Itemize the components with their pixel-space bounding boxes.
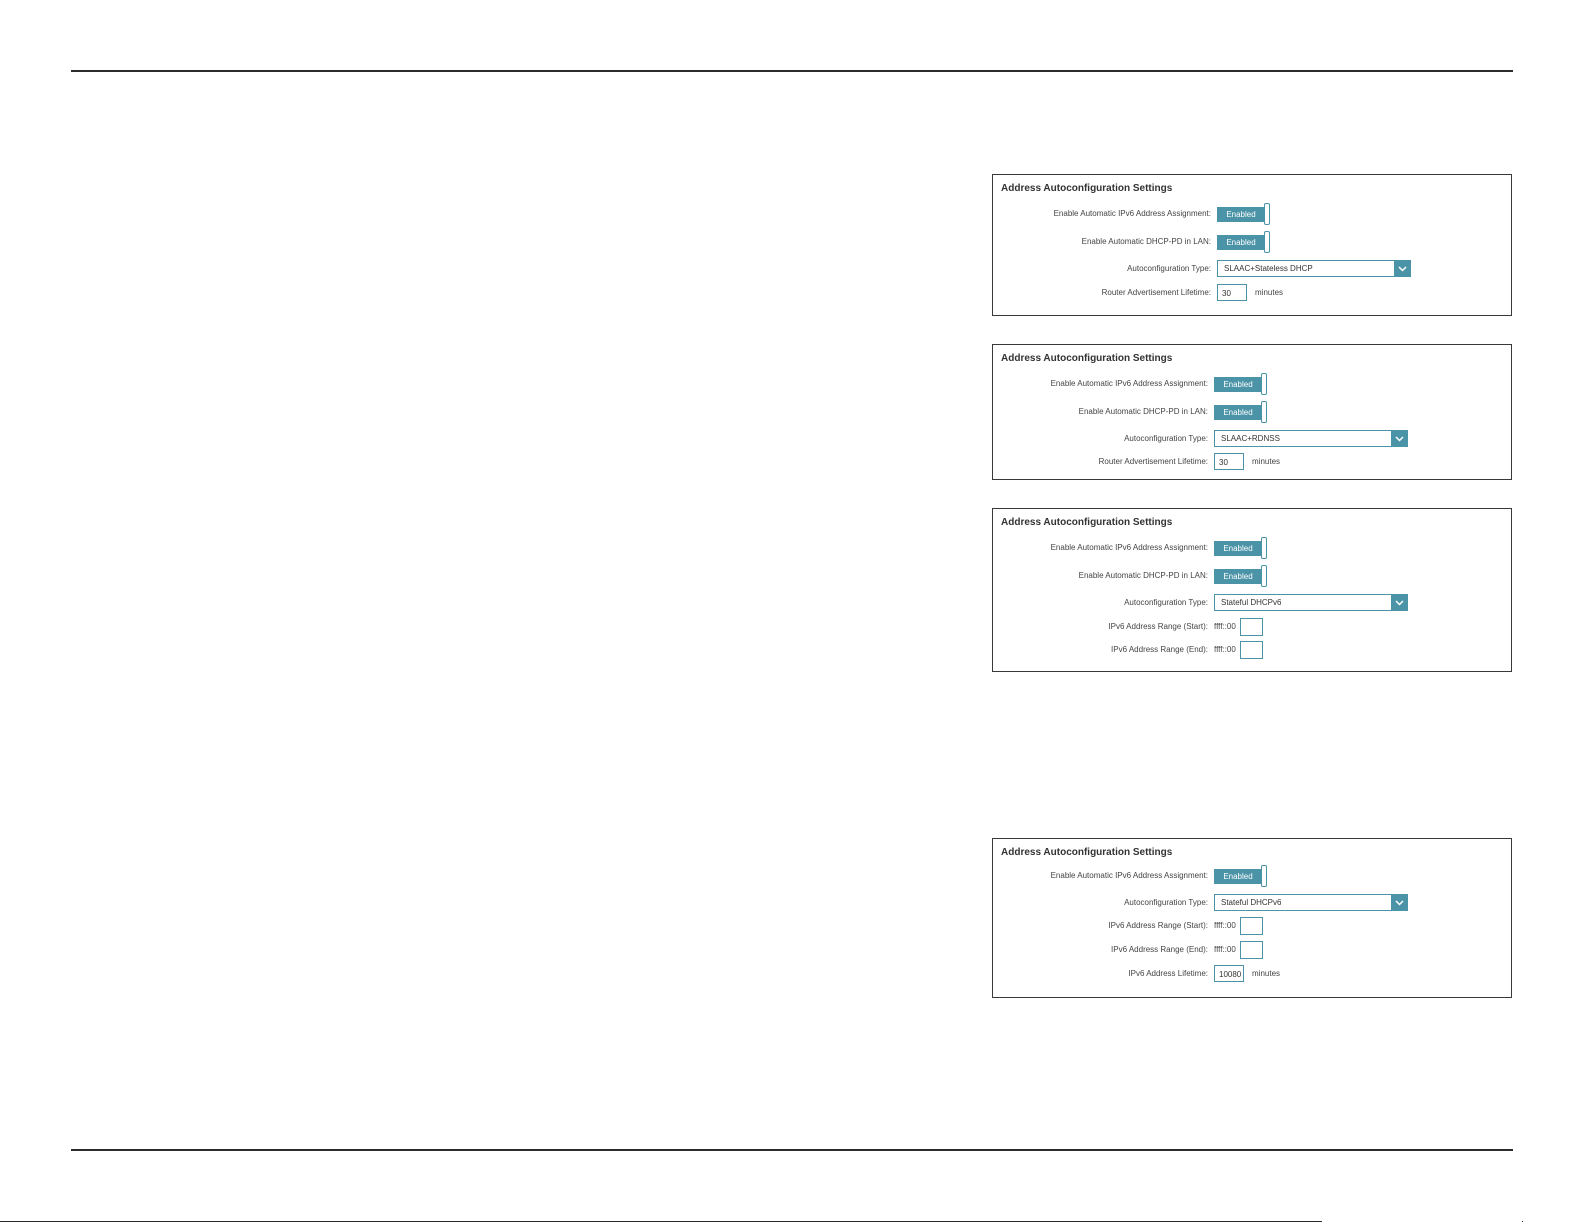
ipv6-assignment-label: Enable Automatic IPv6 Address Assignment… — [1050, 379, 1208, 388]
range-end-input[interactable] — [1240, 641, 1263, 659]
footer-rule — [71, 1149, 1513, 1151]
range-end-row: IPv6 Address Range (End): ffff::00 — [993, 941, 1511, 961]
autoconfig-type-row: Autoconfiguration Type: Stateful DHCPv6 — [993, 894, 1511, 914]
page-edge-line — [0, 1221, 1322, 1222]
autoconfig-type-select[interactable]: Stateful DHCPv6 — [1214, 894, 1408, 911]
dhcp-pd-toggle[interactable]: Enabled — [1217, 231, 1275, 253]
ra-lifetime-row: Router Advertisement Lifetime: 30 minute… — [993, 453, 1511, 473]
toggle-state: Enabled — [1214, 405, 1262, 420]
ra-lifetime-unit: minutes — [1252, 457, 1281, 466]
address-lifetime-input[interactable]: 10080 — [1214, 965, 1244, 982]
panel-title: Address Autoconfiguration Settings — [1001, 517, 1173, 528]
ipv6-assignment-label: Enable Automatic IPv6 Address Assignment… — [1053, 209, 1211, 218]
toggle-state: Enabled — [1214, 377, 1262, 392]
dhcp-pd-row: Enable Automatic DHCP-PD in LAN: Enabled — [993, 231, 1511, 253]
autoconfig-type-row: Autoconfiguration Type: SLAAC+RDNSS — [993, 430, 1511, 450]
autoconfig-type-value: Stateful DHCPv6 — [1221, 898, 1282, 907]
panel-title: Address Autoconfiguration Settings — [1001, 353, 1173, 364]
range-start-label: IPv6 Address Range (Start): — [1108, 921, 1208, 930]
ipv6-assignment-row: Enable Automatic IPv6 Address Assignment… — [993, 865, 1511, 887]
range-start-prefix: ffff::00 — [1214, 622, 1236, 631]
ipv6-assignment-toggle[interactable]: Enabled — [1217, 203, 1275, 225]
dhcp-pd-toggle[interactable]: Enabled — [1214, 565, 1272, 587]
autoconfig-panel-3: Address Autoconfiguration Settings Enabl… — [992, 508, 1512, 672]
header-rule — [71, 70, 1513, 72]
toggle-knob[interactable] — [1264, 231, 1270, 253]
ra-lifetime-row: Router Advertisement Lifetime: 30 minute… — [993, 284, 1511, 304]
panel-title: Address Autoconfiguration Settings — [1001, 183, 1173, 194]
autoconfig-panel-1: Address Autoconfiguration Settings Enabl… — [992, 174, 1512, 316]
address-lifetime-unit: minutes — [1252, 969, 1281, 978]
dhcp-pd-row: Enable Automatic DHCP-PD in LAN: Enabled — [993, 401, 1511, 423]
range-start-input[interactable] — [1240, 917, 1263, 935]
autoconfig-type-value: SLAAC+Stateless DHCP — [1224, 264, 1313, 273]
ipv6-assignment-toggle[interactable]: Enabled — [1214, 865, 1272, 887]
autoconfig-type-row: Autoconfiguration Type: Stateful DHCPv6 — [993, 594, 1511, 614]
autoconfig-type-label: Autoconfiguration Type: — [1127, 264, 1211, 273]
ipv6-assignment-row: Enable Automatic IPv6 Address Assignment… — [993, 537, 1511, 559]
range-end-label: IPv6 Address Range (End): — [1111, 645, 1208, 654]
toggle-knob[interactable] — [1261, 865, 1267, 887]
toggle-state: Enabled — [1217, 207, 1265, 222]
range-start-row: IPv6 Address Range (Start): ffff::00 — [993, 917, 1511, 937]
ra-lifetime-label: Router Advertisement Lifetime: — [1101, 288, 1211, 297]
range-start-label: IPv6 Address Range (Start): — [1108, 622, 1208, 631]
autoconfig-type-select[interactable]: SLAAC+Stateless DHCP — [1217, 260, 1411, 277]
ipv6-assignment-toggle[interactable]: Enabled — [1214, 537, 1272, 559]
ra-lifetime-input[interactable]: 30 — [1217, 284, 1247, 301]
dhcp-pd-label: Enable Automatic DHCP-PD in LAN: — [1081, 237, 1211, 246]
autoconfig-type-value: Stateful DHCPv6 — [1221, 598, 1282, 607]
autoconfig-type-label: Autoconfiguration Type: — [1124, 434, 1208, 443]
range-start-input[interactable] — [1240, 618, 1263, 636]
autoconfig-type-label: Autoconfiguration Type: — [1124, 898, 1208, 907]
dhcp-pd-row: Enable Automatic DHCP-PD in LAN: Enabled — [993, 565, 1511, 587]
dhcp-pd-label: Enable Automatic DHCP-PD in LAN: — [1078, 571, 1208, 580]
dhcp-pd-label: Enable Automatic DHCP-PD in LAN: — [1078, 407, 1208, 416]
range-end-label: IPv6 Address Range (End): — [1111, 945, 1208, 954]
ra-lifetime-input[interactable]: 30 — [1214, 453, 1244, 470]
toggle-state: Enabled — [1217, 235, 1265, 250]
chevron-down-icon[interactable] — [1394, 260, 1411, 277]
dhcp-pd-toggle[interactable]: Enabled — [1214, 401, 1272, 423]
autoconfig-type-row: Autoconfiguration Type: SLAAC+Stateless … — [993, 260, 1511, 280]
autoconfig-panel-2: Address Autoconfiguration Settings Enabl… — [992, 344, 1512, 480]
autoconfig-panel-4: Address Autoconfiguration Settings Enabl… — [992, 838, 1512, 998]
ra-lifetime-label: Router Advertisement Lifetime: — [1098, 457, 1208, 466]
address-lifetime-row: IPv6 Address Lifetime: 10080 minutes — [993, 965, 1511, 985]
toggle-knob[interactable] — [1261, 401, 1267, 423]
toggle-state: Enabled — [1214, 869, 1262, 884]
ipv6-assignment-label: Enable Automatic IPv6 Address Assignment… — [1050, 543, 1208, 552]
toggle-knob[interactable] — [1264, 203, 1270, 225]
autoconfig-type-value: SLAAC+RDNSS — [1221, 434, 1280, 443]
ipv6-assignment-toggle[interactable]: Enabled — [1214, 373, 1272, 395]
chevron-down-icon[interactable] — [1391, 594, 1408, 611]
address-lifetime-label: IPv6 Address Lifetime: — [1128, 969, 1208, 978]
toggle-state: Enabled — [1214, 569, 1262, 584]
autoconfig-type-label: Autoconfiguration Type: — [1124, 598, 1208, 607]
range-end-input[interactable] — [1240, 941, 1263, 959]
chevron-down-icon[interactable] — [1391, 430, 1408, 447]
range-end-prefix: ffff::00 — [1214, 945, 1236, 954]
autoconfig-type-select[interactable]: Stateful DHCPv6 — [1214, 594, 1408, 611]
range-end-row: IPv6 Address Range (End): ffff::00 — [993, 641, 1511, 661]
page-edge-tick — [1522, 1221, 1523, 1222]
chevron-down-icon[interactable] — [1391, 894, 1408, 911]
ipv6-assignment-row: Enable Automatic IPv6 Address Assignment… — [993, 373, 1511, 395]
ra-lifetime-unit: minutes — [1255, 288, 1284, 297]
toggle-knob[interactable] — [1261, 373, 1267, 395]
toggle-state: Enabled — [1214, 541, 1262, 556]
ipv6-assignment-row: Enable Automatic IPv6 Address Assignment… — [993, 203, 1511, 225]
range-end-prefix: ffff::00 — [1214, 645, 1236, 654]
autoconfig-type-select[interactable]: SLAAC+RDNSS — [1214, 430, 1408, 447]
ipv6-assignment-label: Enable Automatic IPv6 Address Assignment… — [1050, 871, 1208, 880]
toggle-knob[interactable] — [1261, 565, 1267, 587]
range-start-prefix: ffff::00 — [1214, 921, 1236, 930]
toggle-knob[interactable] — [1261, 537, 1267, 559]
range-start-row: IPv6 Address Range (Start): ffff::00 — [993, 618, 1511, 638]
panel-title: Address Autoconfiguration Settings — [1001, 847, 1173, 858]
